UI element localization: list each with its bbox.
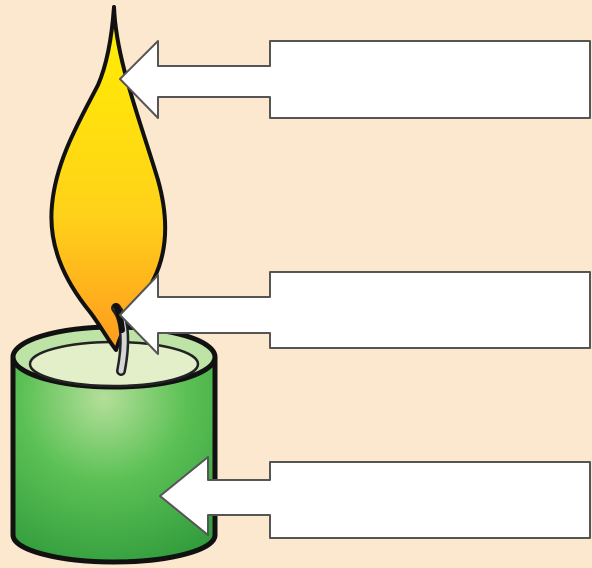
candle-body	[13, 327, 215, 562]
